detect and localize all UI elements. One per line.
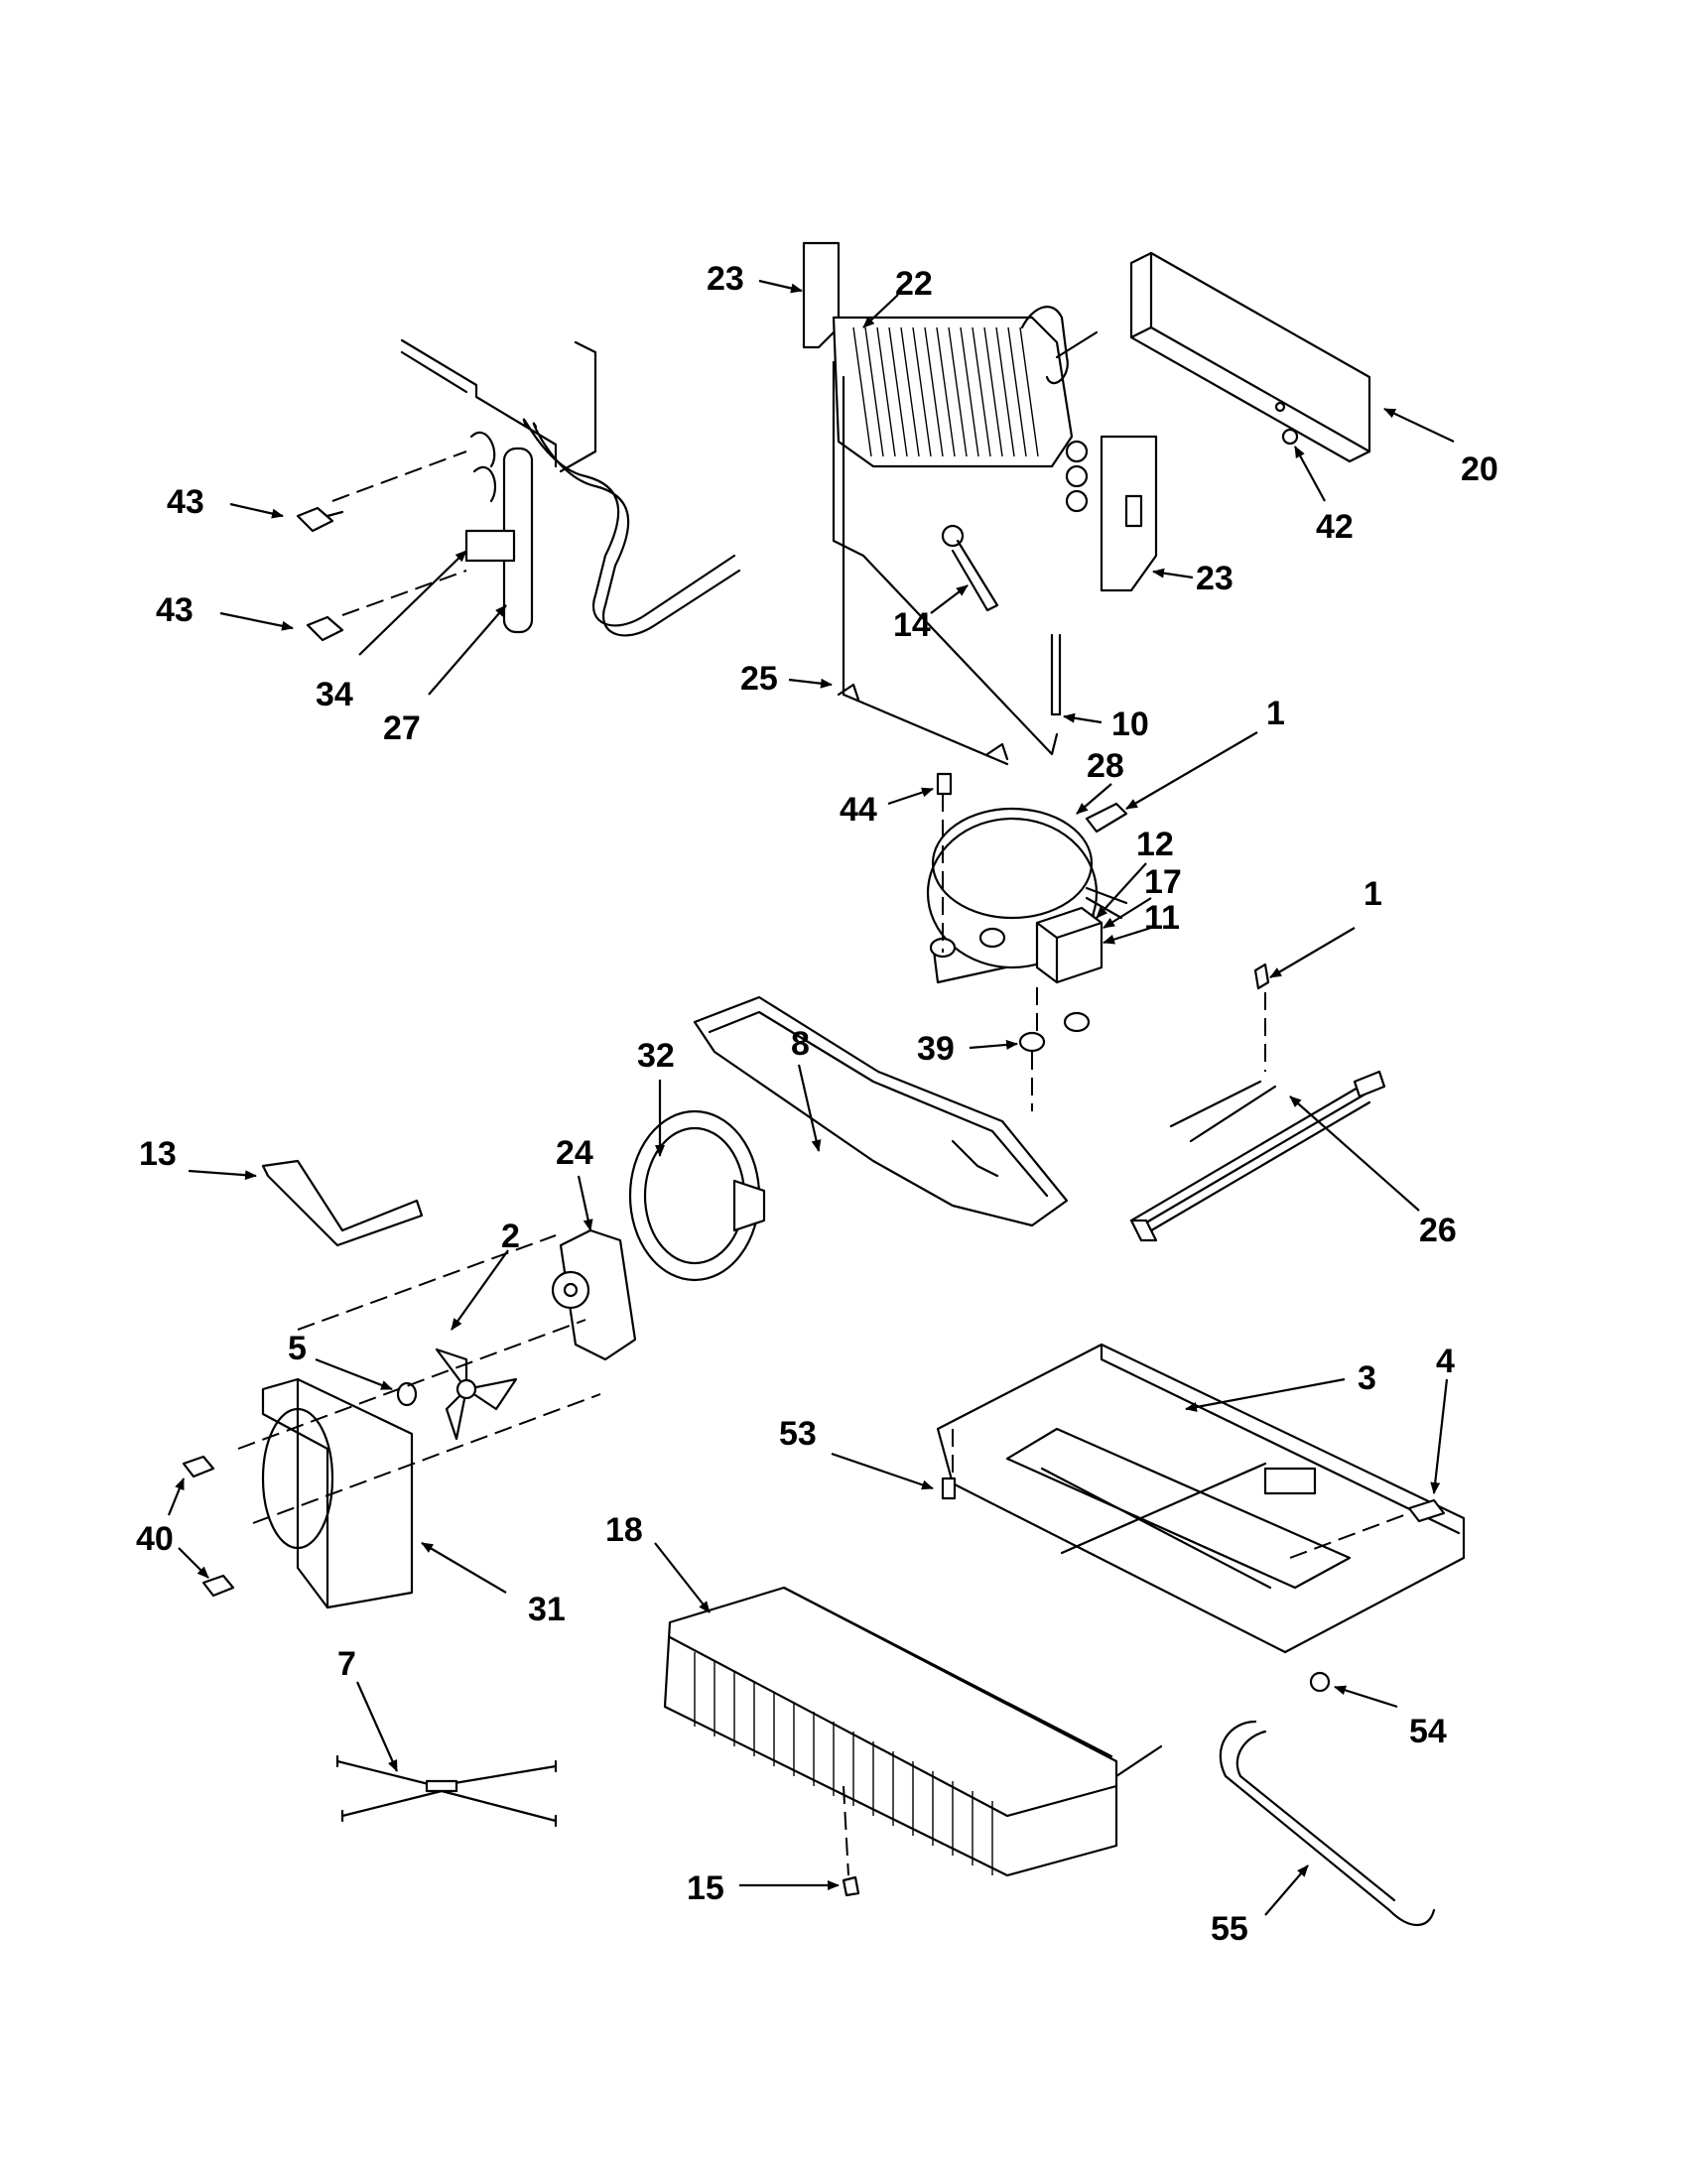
- defrost-heater: [832, 360, 1059, 766]
- screw-43-lower: [306, 615, 344, 642]
- fan-shroud: [628, 1109, 766, 1282]
- defrost-thermostat: [941, 524, 999, 612]
- callout-1-harness: 1: [1363, 875, 1382, 913]
- evaporator-bracket-left: [802, 241, 841, 349]
- callout-42: 42: [1316, 508, 1354, 546]
- callout-13: 13: [139, 1135, 177, 1173]
- callout-26: 26: [1419, 1212, 1457, 1249]
- callout-28: 28: [1087, 747, 1124, 785]
- callout-18: 18: [605, 1511, 643, 1549]
- screw-42: [1281, 428, 1299, 446]
- callout-5: 5: [288, 1330, 307, 1367]
- callout-14: 14: [893, 606, 931, 644]
- callout-2: 2: [501, 1218, 520, 1255]
- tube-55: [1219, 1720, 1436, 1926]
- callout-53: 53: [779, 1415, 817, 1453]
- callout-3: 3: [1358, 1359, 1376, 1397]
- callout-54: 54: [1409, 1713, 1447, 1750]
- callout-23-upper: 23: [707, 260, 744, 298]
- drier-tubing-assembly: [400, 338, 741, 637]
- wire-harness-7: [335, 1754, 558, 1828]
- callout-20: 20: [1461, 450, 1498, 488]
- callout-39: 39: [917, 1030, 955, 1068]
- drier-bracket: [464, 529, 516, 563]
- callout-7: 7: [337, 1645, 356, 1683]
- callout-23-lower: 23: [1196, 560, 1234, 597]
- callout-55: 55: [1211, 1910, 1248, 1948]
- fan-bracket: [261, 1377, 414, 1609]
- callout-25: 25: [740, 660, 778, 698]
- fan-blade: [435, 1348, 518, 1441]
- callout-11: 11: [1144, 899, 1180, 937]
- callout-15: 15: [687, 1869, 724, 1907]
- screw-40-upper: [182, 1455, 215, 1478]
- clip-15: [842, 1875, 860, 1897]
- compressor-relay: [1035, 906, 1104, 984]
- assembly-lines: [237, 450, 1410, 1876]
- evaporator-assembly: [802, 241, 1158, 592]
- sensor-10: [1050, 633, 1062, 716]
- callout-32: 32: [637, 1037, 675, 1075]
- callout-8: 8: [791, 1025, 810, 1063]
- callout-leaders: [167, 279, 1455, 1916]
- screw-43-upper: [296, 506, 344, 533]
- callout-17: 17: [1144, 863, 1182, 901]
- screw-44: [936, 772, 953, 796]
- screw-53: [941, 1477, 957, 1500]
- screw-40-lower: [201, 1574, 235, 1598]
- nut-54: [1309, 1671, 1331, 1693]
- screw-4: [1407, 1498, 1446, 1523]
- callout-31: 31: [528, 1591, 566, 1628]
- callout-44: 44: [840, 791, 877, 829]
- bracket-13: [261, 1159, 424, 1247]
- drain-pan: [693, 995, 1069, 1227]
- fan-motor: [551, 1228, 637, 1361]
- evaporator-bracket-right: [1100, 435, 1158, 592]
- condenser: [663, 1586, 1163, 1877]
- compressor-screw-1: [1085, 802, 1128, 834]
- callout-27: 27: [383, 709, 421, 747]
- washer: [396, 1381, 418, 1407]
- callout-12: 12: [1136, 826, 1174, 863]
- callout-1-compressor: 1: [1266, 695, 1285, 732]
- callout-labels: 23 22 20 42 23 43 43 34 27 14 25 10 1 28…: [136, 260, 1498, 1948]
- callout-24: 24: [556, 1134, 593, 1172]
- wire-harness: [1129, 963, 1386, 1242]
- callout-40: 40: [136, 1520, 174, 1558]
- evaporator-cover: [1129, 251, 1371, 463]
- callout-43-upper: 43: [167, 483, 204, 521]
- callout-43-lower: 43: [156, 591, 194, 629]
- callout-22: 22: [895, 265, 933, 303]
- callout-10: 10: [1111, 706, 1149, 743]
- callout-34: 34: [316, 676, 353, 713]
- machine-compartment-base: [936, 1343, 1466, 1654]
- callout-4: 4: [1436, 1343, 1455, 1380]
